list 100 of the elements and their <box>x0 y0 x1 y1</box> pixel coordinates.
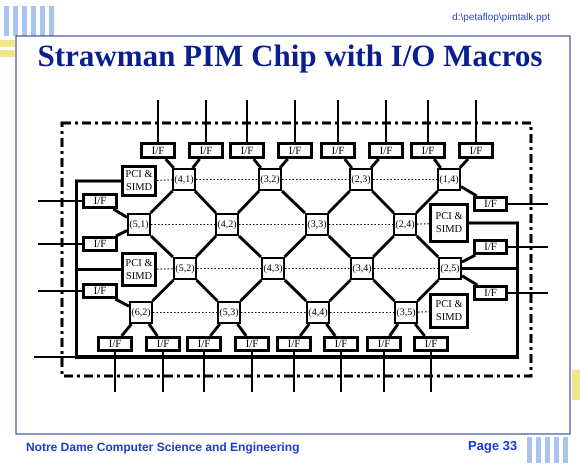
interface-box: I/F <box>368 142 404 159</box>
io-line <box>34 356 75 358</box>
interface-box: I/F <box>140 142 176 159</box>
slide-title: Strawman PIM Chip with I/O Macros <box>36 38 544 74</box>
interface-box: I/F <box>188 142 224 159</box>
interface-box: I/F <box>413 336 449 352</box>
interface-box: I/F <box>366 336 402 352</box>
interface-box: I/F <box>82 283 118 299</box>
io-line <box>157 100 159 142</box>
connector-line <box>164 158 175 169</box>
io-line <box>162 352 164 392</box>
connector-line <box>415 190 439 214</box>
router-box: (5,1) <box>127 213 151 236</box>
dotted-link <box>196 179 258 180</box>
dotted-link <box>152 312 218 313</box>
router-box: (3,5) <box>394 301 418 324</box>
bus-bar <box>75 355 519 359</box>
interface-box: I/F <box>82 236 118 252</box>
router-box: (5,3) <box>217 301 241 324</box>
io-line <box>508 292 548 294</box>
io-line <box>38 200 82 202</box>
router-box: (1,4) <box>437 168 461 191</box>
io-line <box>475 100 477 142</box>
interface-box: I/F <box>473 196 508 212</box>
connector-line <box>278 158 289 169</box>
dotted-link <box>240 312 306 313</box>
router-box: (6,2) <box>129 301 153 324</box>
connector-line <box>283 234 307 258</box>
connector-line <box>238 234 262 258</box>
connector-line <box>372 234 395 258</box>
dotted-link <box>156 179 172 181</box>
interface-box: I/F <box>323 336 359 352</box>
router-box: (4,4) <box>306 301 330 324</box>
router-box: (4,2) <box>215 213 239 236</box>
connector-line <box>461 274 478 286</box>
connector-line <box>280 190 306 214</box>
connector-line <box>112 208 128 219</box>
dotted-link <box>282 179 350 180</box>
io-line <box>246 100 248 142</box>
connector-line <box>460 185 478 198</box>
interface-box: I/F <box>234 336 270 352</box>
io-line <box>38 243 82 245</box>
connector-line <box>150 234 174 258</box>
dotted-link <box>374 268 438 269</box>
dotted-link <box>416 223 430 225</box>
io-line <box>430 352 432 392</box>
connector-line <box>120 323 133 337</box>
connector-line <box>416 234 440 258</box>
interface-box: I/F <box>145 336 181 352</box>
dotted-link <box>156 268 174 270</box>
connector-line <box>195 278 219 302</box>
connector-line <box>432 158 442 169</box>
interface-box: I/F <box>458 142 494 159</box>
io-line <box>205 100 207 142</box>
connector-line <box>461 254 476 264</box>
connector-line <box>328 234 352 258</box>
connector-line <box>414 323 426 337</box>
router-box: (3,4) <box>350 257 374 280</box>
connector-line <box>416 278 440 302</box>
connector-line <box>388 323 400 337</box>
io-line <box>114 352 116 392</box>
router-box: (5,2) <box>173 257 197 280</box>
connector-line <box>327 190 351 214</box>
dotted-link <box>284 268 350 269</box>
dotted-link <box>238 224 306 225</box>
connector-line <box>194 190 218 214</box>
io-line <box>294 100 296 142</box>
interface-box: I/F <box>186 336 222 352</box>
router-box: (4,1) <box>172 168 196 191</box>
connector-line <box>151 278 175 302</box>
router-box: (4,3) <box>261 257 285 280</box>
connector-line <box>236 323 248 337</box>
io-line <box>251 352 253 392</box>
connector-line <box>370 158 380 169</box>
io-line <box>38 290 82 292</box>
connector-line <box>325 323 336 337</box>
connector-line <box>298 323 310 337</box>
io-line <box>337 100 339 142</box>
file-path-text: d:\petaflop\pimtalk.ppt <box>452 12 550 23</box>
router-box: (2,5) <box>438 257 462 280</box>
dotted-link <box>372 179 438 180</box>
io-line <box>340 352 342 392</box>
router-box: (3,2) <box>258 168 282 191</box>
connector-line <box>209 323 222 337</box>
io-line <box>383 352 385 392</box>
io-line <box>385 100 387 142</box>
interface-box: I/F <box>473 285 508 301</box>
dotted-link <box>418 311 430 313</box>
connector-line <box>149 190 174 214</box>
interface-box: I/F <box>97 336 133 352</box>
footer-text: Notre Dame Computer Science and Engineering <box>26 440 300 454</box>
connector-line <box>114 298 130 308</box>
dotted-link <box>150 224 216 225</box>
connector-line <box>284 278 308 302</box>
connector-line <box>192 158 201 169</box>
pci-simd-box: PCI & SIMD <box>429 203 469 243</box>
bus-line <box>75 268 121 355</box>
dotted-link <box>328 224 394 225</box>
interface-box: I/F <box>277 142 313 159</box>
interface-box: I/F <box>276 336 312 352</box>
